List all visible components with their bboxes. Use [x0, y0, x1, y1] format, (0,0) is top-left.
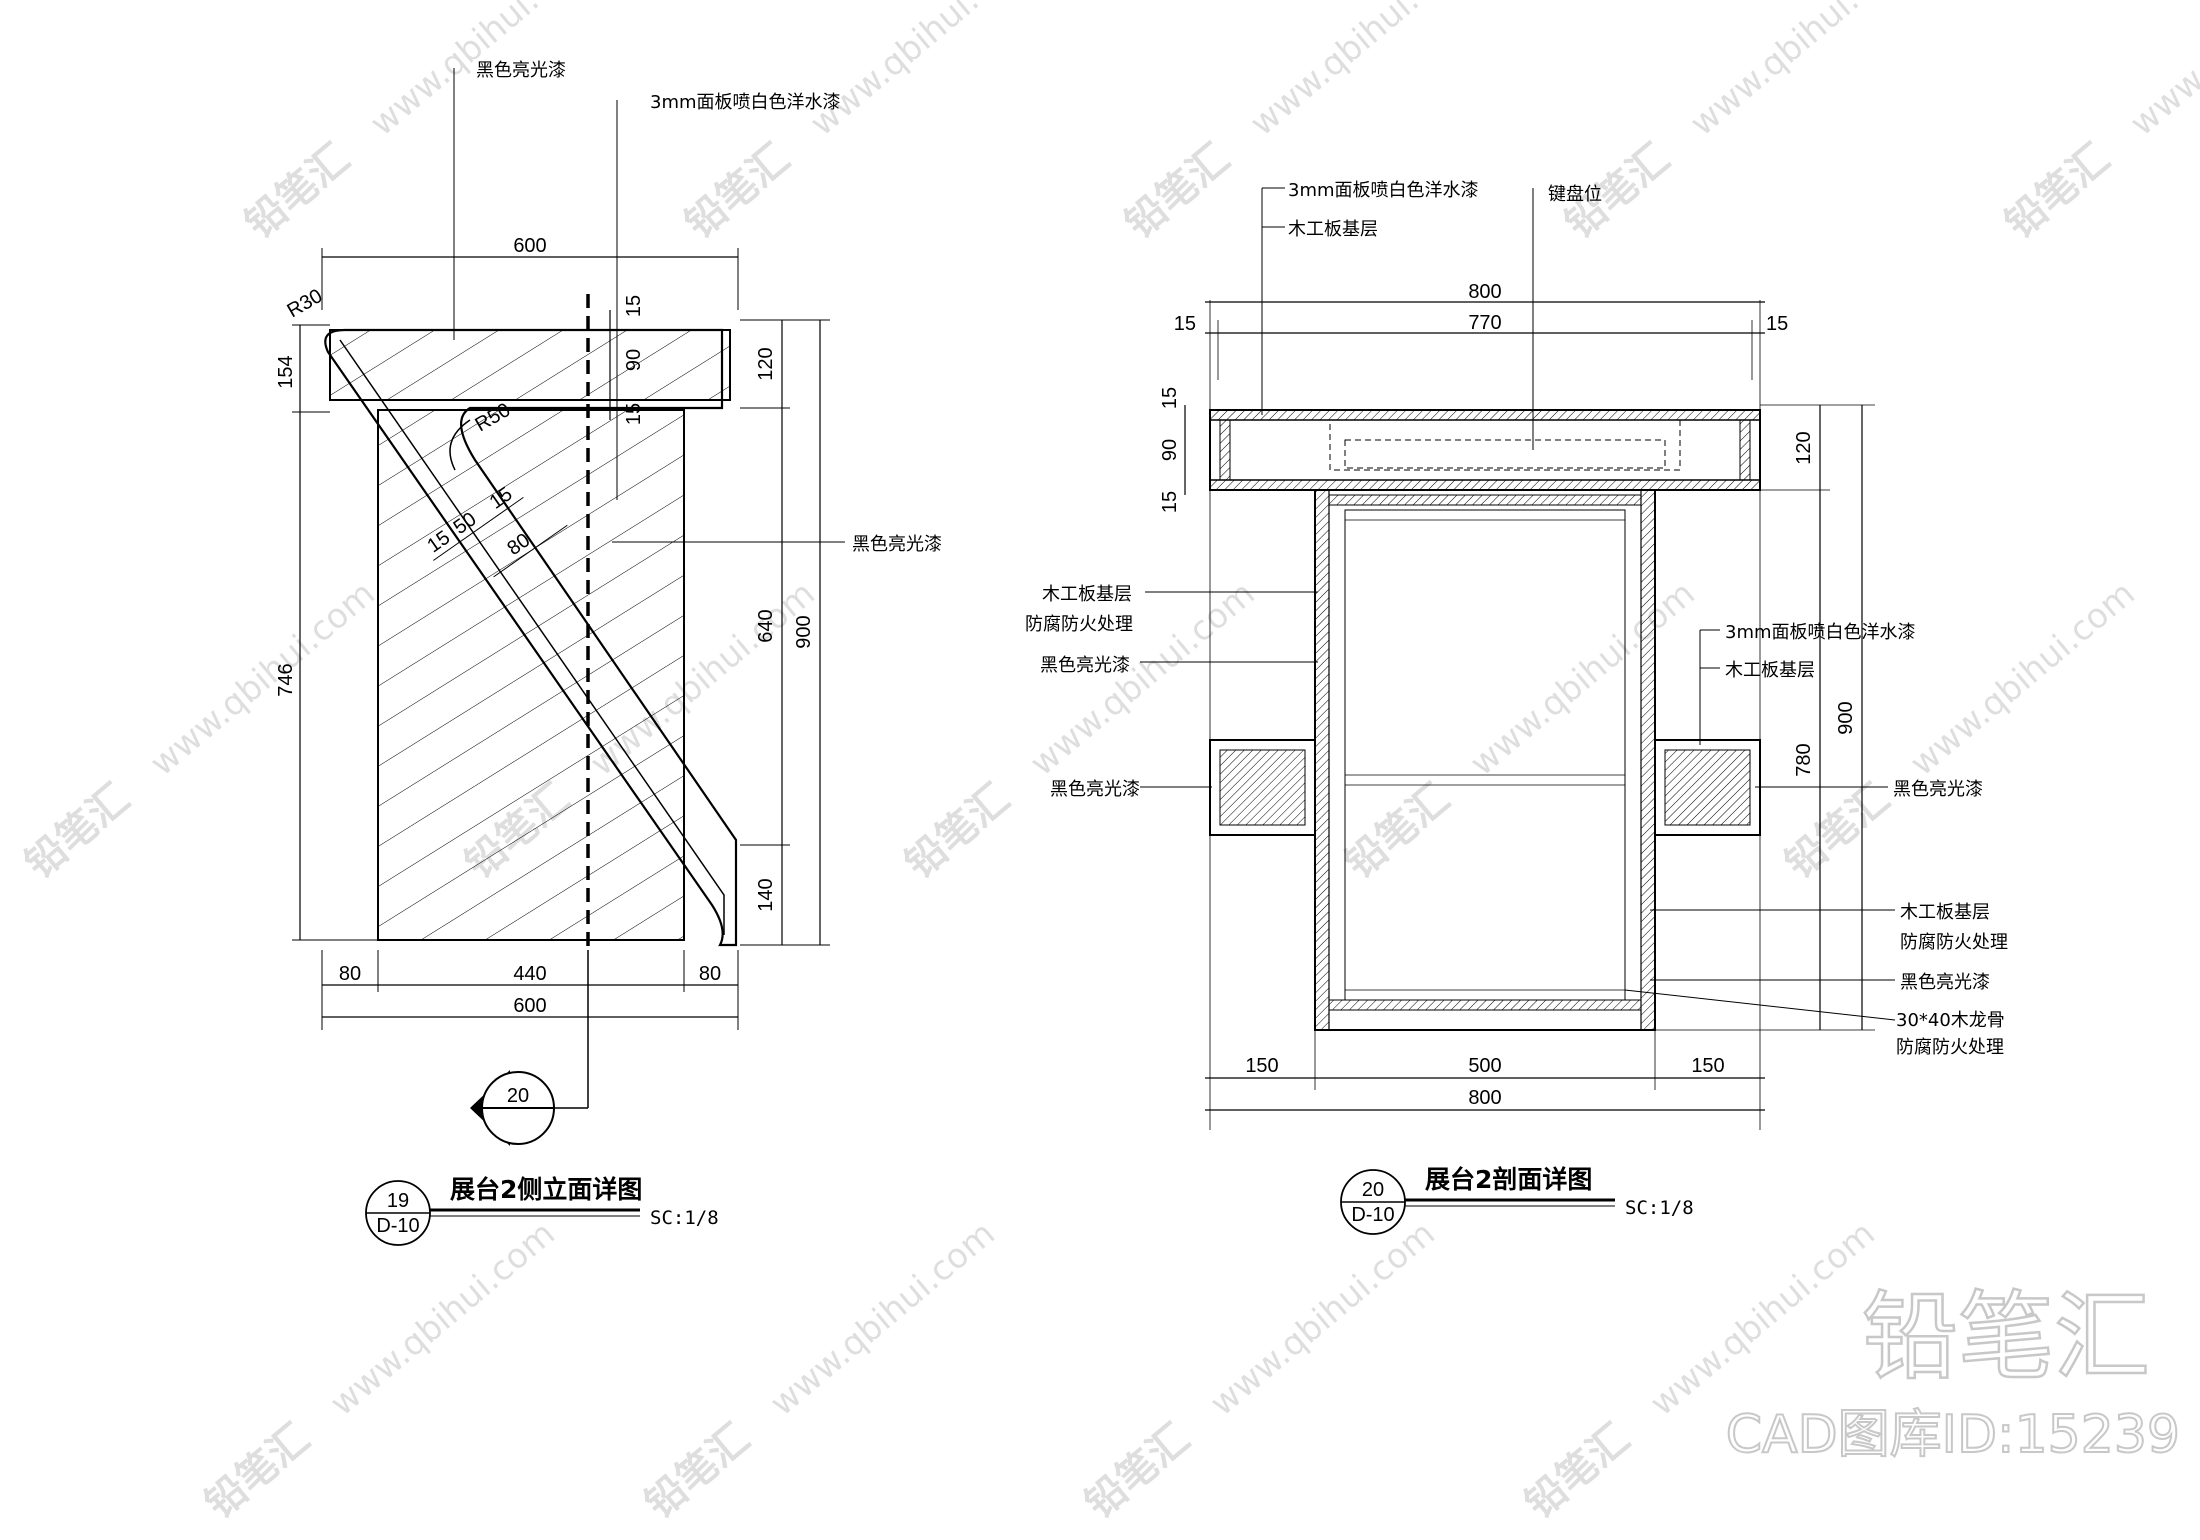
right-sheet-ref: D-10	[1351, 1204, 1394, 1226]
left-view-scale: SC:1/8	[650, 1207, 719, 1229]
watermark-site: www.qbihui.com	[143, 574, 383, 784]
dim-640: 640	[755, 609, 777, 642]
watermark-site: www.qbihui.com	[1243, 0, 1483, 144]
brand-stamp-name: 铅笔汇	[1862, 1281, 2150, 1393]
watermark-brand: 铅笔汇	[1517, 1415, 1638, 1527]
left-sheet-ref: D-10	[376, 1215, 419, 1237]
dim-top-600: 600	[513, 235, 546, 257]
label-right-shelf-paint: 黑色亮光漆	[1893, 779, 1983, 800]
dim-r900: 900	[1835, 701, 1857, 734]
dim-top-15b: 15	[1766, 313, 1788, 335]
curved-panel-inner-2	[449, 419, 471, 471]
watermark-brand: 铅笔汇	[1337, 775, 1458, 887]
dim-top-15a: 15	[1174, 313, 1196, 335]
dim-bottom-80b: 80	[699, 963, 721, 985]
right-view-title: 展台2剖面详图	[1425, 1165, 1592, 1194]
dim-l15b: 15	[1159, 491, 1181, 513]
label-left-base-1: 木工板基层	[1042, 584, 1132, 605]
label-top-base: 木工板基层	[1288, 219, 1378, 240]
dim-b150a: 150	[1245, 1055, 1278, 1077]
right-sheet-no: 20	[1362, 1179, 1384, 1201]
watermark-brand: 铅笔汇	[237, 135, 358, 247]
dim-r120: 120	[1793, 431, 1815, 464]
curved-panel-outer	[324, 328, 738, 947]
watermark-brand: 铅笔汇	[1997, 135, 2118, 247]
watermark-brand: 铅笔汇	[897, 775, 1018, 887]
dim-bottom-440: 440	[513, 963, 546, 985]
dim-154: 154	[275, 355, 297, 388]
dim-bottom-600: 600	[513, 995, 546, 1017]
label-right-low-base-2: 防腐防火处理	[1900, 932, 2008, 953]
section-view: 800 15 770 15 15 90 15 120 780 900 150 5…	[1025, 180, 2008, 1235]
dim-b800: 800	[1468, 1087, 1501, 1109]
label-left-paint: 黑色亮光漆	[1040, 655, 1130, 676]
watermark-site: www.qbihui.com	[1643, 1214, 1883, 1424]
top-slab	[1209, 409, 1761, 491]
left-sheet-no: 19	[387, 1190, 409, 1212]
label-right-panel: 3mm面板喷白色洋水漆	[1725, 622, 1916, 643]
dim-top-770: 770	[1468, 312, 1501, 334]
label-keyboard: 键盘位	[1548, 184, 1602, 205]
watermark-brand: 铅笔汇	[677, 135, 798, 247]
dim-120: 120	[755, 347, 777, 380]
dim-r780: 780	[1793, 743, 1815, 776]
label-left-shelf-paint: 黑色亮光漆	[1050, 779, 1140, 800]
right-title-block: 20 D-10 展台2剖面详图 SC:1/8	[1340, 1165, 1694, 1235]
dim-b150b: 150	[1691, 1055, 1724, 1077]
label-right-low-base-1: 木工板基层	[1900, 902, 1990, 923]
watermark-site: www.qbihui.com	[803, 0, 1043, 144]
keyboard-tray	[1329, 419, 1681, 471]
watermark-brand: 铅笔汇	[1077, 1415, 1198, 1527]
left-title-block: 19 D-10 展台2侧立面详图 SC:1/8	[365, 1175, 719, 1246]
dim-l90: 90	[1159, 439, 1181, 461]
dim-bottom-80a: 80	[339, 963, 361, 985]
watermark-brand: 铅笔汇	[197, 1415, 318, 1527]
brand-stamp-id: CAD图库ID:15239	[1726, 1405, 2180, 1465]
top-block	[329, 329, 731, 401]
watermark-site: www.qbihui.com	[1683, 0, 1923, 144]
label-keel-2: 防腐防火处理	[1896, 1037, 2004, 1058]
brand-stamp: 铅笔汇 CAD图库ID:15239	[1725, 1280, 2181, 1466]
label-left-base-2: 防腐防火处理	[1025, 614, 1133, 635]
watermark-site: www.qbihui.com	[2123, 0, 2200, 144]
label-top-finish: 黑色亮光漆	[476, 60, 566, 81]
dim-15a: 15	[623, 295, 645, 317]
dim-15b: 15	[623, 403, 645, 425]
watermark-brand: 铅笔汇	[637, 1415, 758, 1527]
watermark-brand: 铅笔汇	[1777, 775, 1898, 887]
watermark-site: www.qbihui.com	[1903, 574, 2143, 784]
dim-top-800: 800	[1468, 281, 1501, 303]
label-top-panel: 3mm面板喷白色洋水漆	[1288, 180, 1479, 201]
dim-l15a: 15	[1159, 387, 1181, 409]
label-body-finish: 黑色亮光漆	[852, 534, 942, 555]
side-elevation-view: 600 R30 R50 154 746 15 90 15 120 640 900…	[275, 60, 942, 1246]
dim-140: 140	[755, 878, 777, 911]
dim-746: 746	[275, 663, 297, 696]
label-right-low-paint: 黑色亮光漆	[1900, 972, 1990, 993]
curved-panel-inner	[339, 339, 725, 935]
dim-900: 900	[793, 615, 815, 648]
label-panel-finish: 3mm面板喷白色洋水漆	[650, 92, 841, 113]
section-marker: 20	[470, 1070, 555, 1146]
watermark-site: www.qbihui.com	[323, 1214, 563, 1424]
left-view-title: 展台2侧立面详图	[450, 1175, 642, 1204]
watermark-site: www.qbihui.com	[763, 1214, 1003, 1424]
label-right-base: 木工板基层	[1725, 660, 1815, 681]
dim-b500: 500	[1468, 1055, 1501, 1077]
dim-90: 90	[623, 349, 645, 371]
watermark-brand: 铅笔汇	[1117, 135, 1238, 247]
watermark-site: www.qbihui.com	[1203, 1214, 1443, 1424]
dim-r30: R30	[284, 285, 327, 322]
label-keel-1: 30*40木龙骨	[1896, 1010, 2005, 1031]
watermark-brand: 铅笔汇	[17, 775, 138, 887]
section-marker-number: 20	[507, 1085, 529, 1107]
right-view-scale: SC:1/8	[1625, 1197, 1694, 1219]
